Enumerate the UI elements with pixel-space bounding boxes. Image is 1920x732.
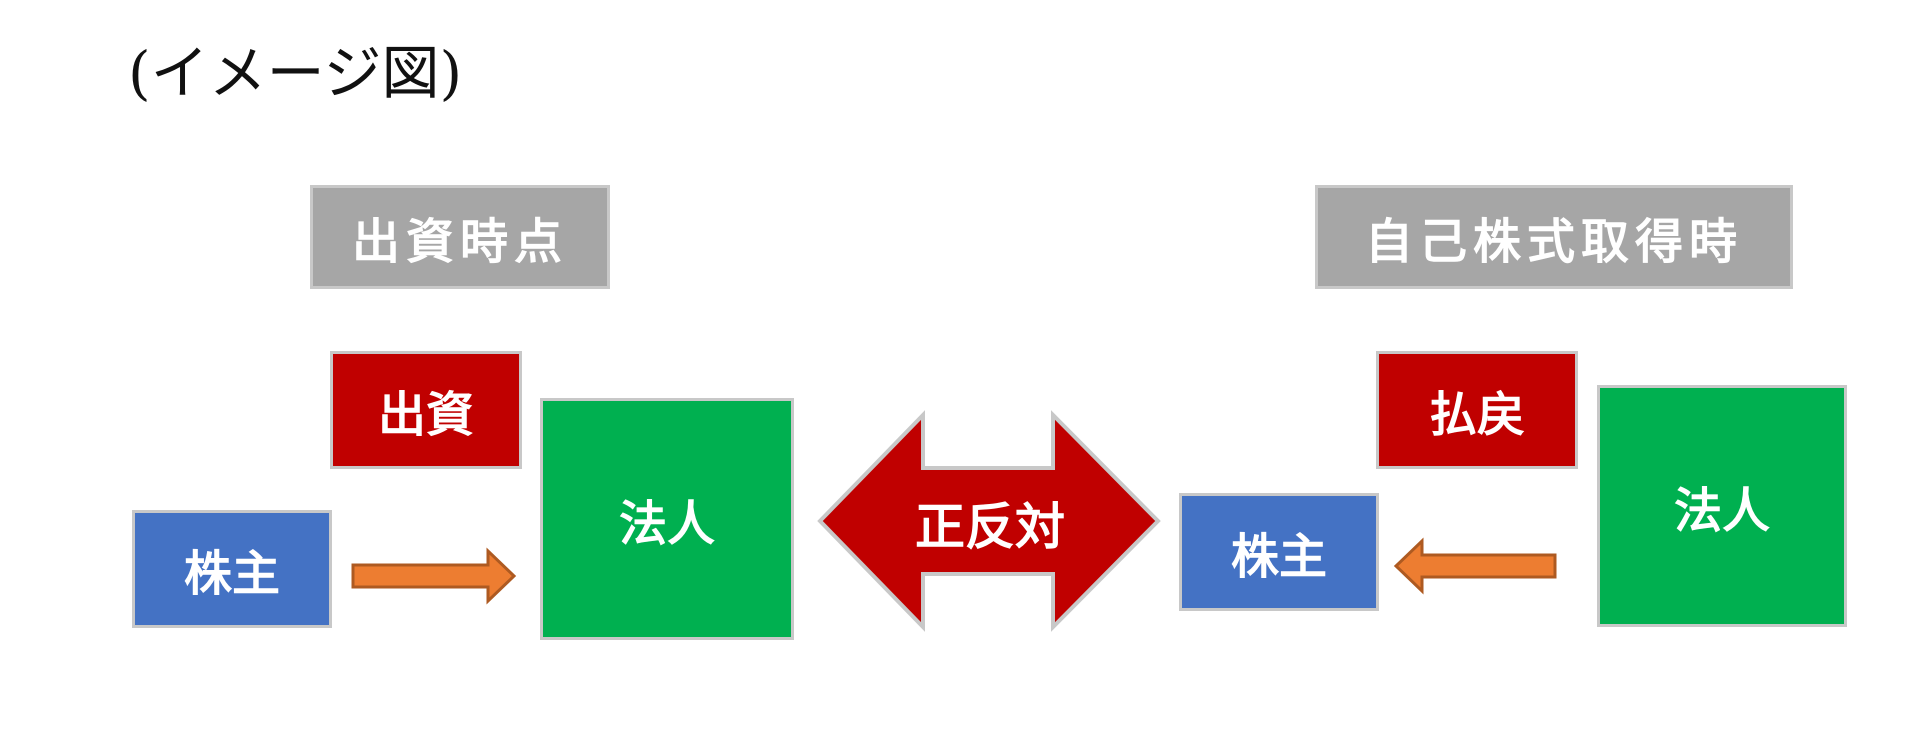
left-action-box: 出資	[330, 351, 522, 469]
opposite-double-arrow	[817, 410, 1161, 632]
right-shareholder-box: 株主	[1179, 493, 1379, 611]
opposite-label: 正反対	[915, 498, 1065, 556]
right-corporation-box: 法人	[1597, 385, 1847, 627]
left-shareholder-box: 株主	[132, 510, 332, 628]
page-title: (イメージ図)	[128, 39, 463, 107]
double-arrow-shape	[817, 410, 1161, 632]
left-flow-arrow	[351, 547, 517, 605]
left-flow-arrow-shape	[351, 547, 517, 605]
right-flow-arrow-shape	[1393, 537, 1557, 595]
right-action-box: 払戻	[1376, 351, 1578, 469]
right-flow-arrow	[1393, 537, 1557, 595]
left-corporation-box: 法人	[540, 398, 794, 640]
right-header: 自己株式取得時	[1315, 185, 1793, 289]
left-header: 出資時点	[310, 185, 610, 289]
